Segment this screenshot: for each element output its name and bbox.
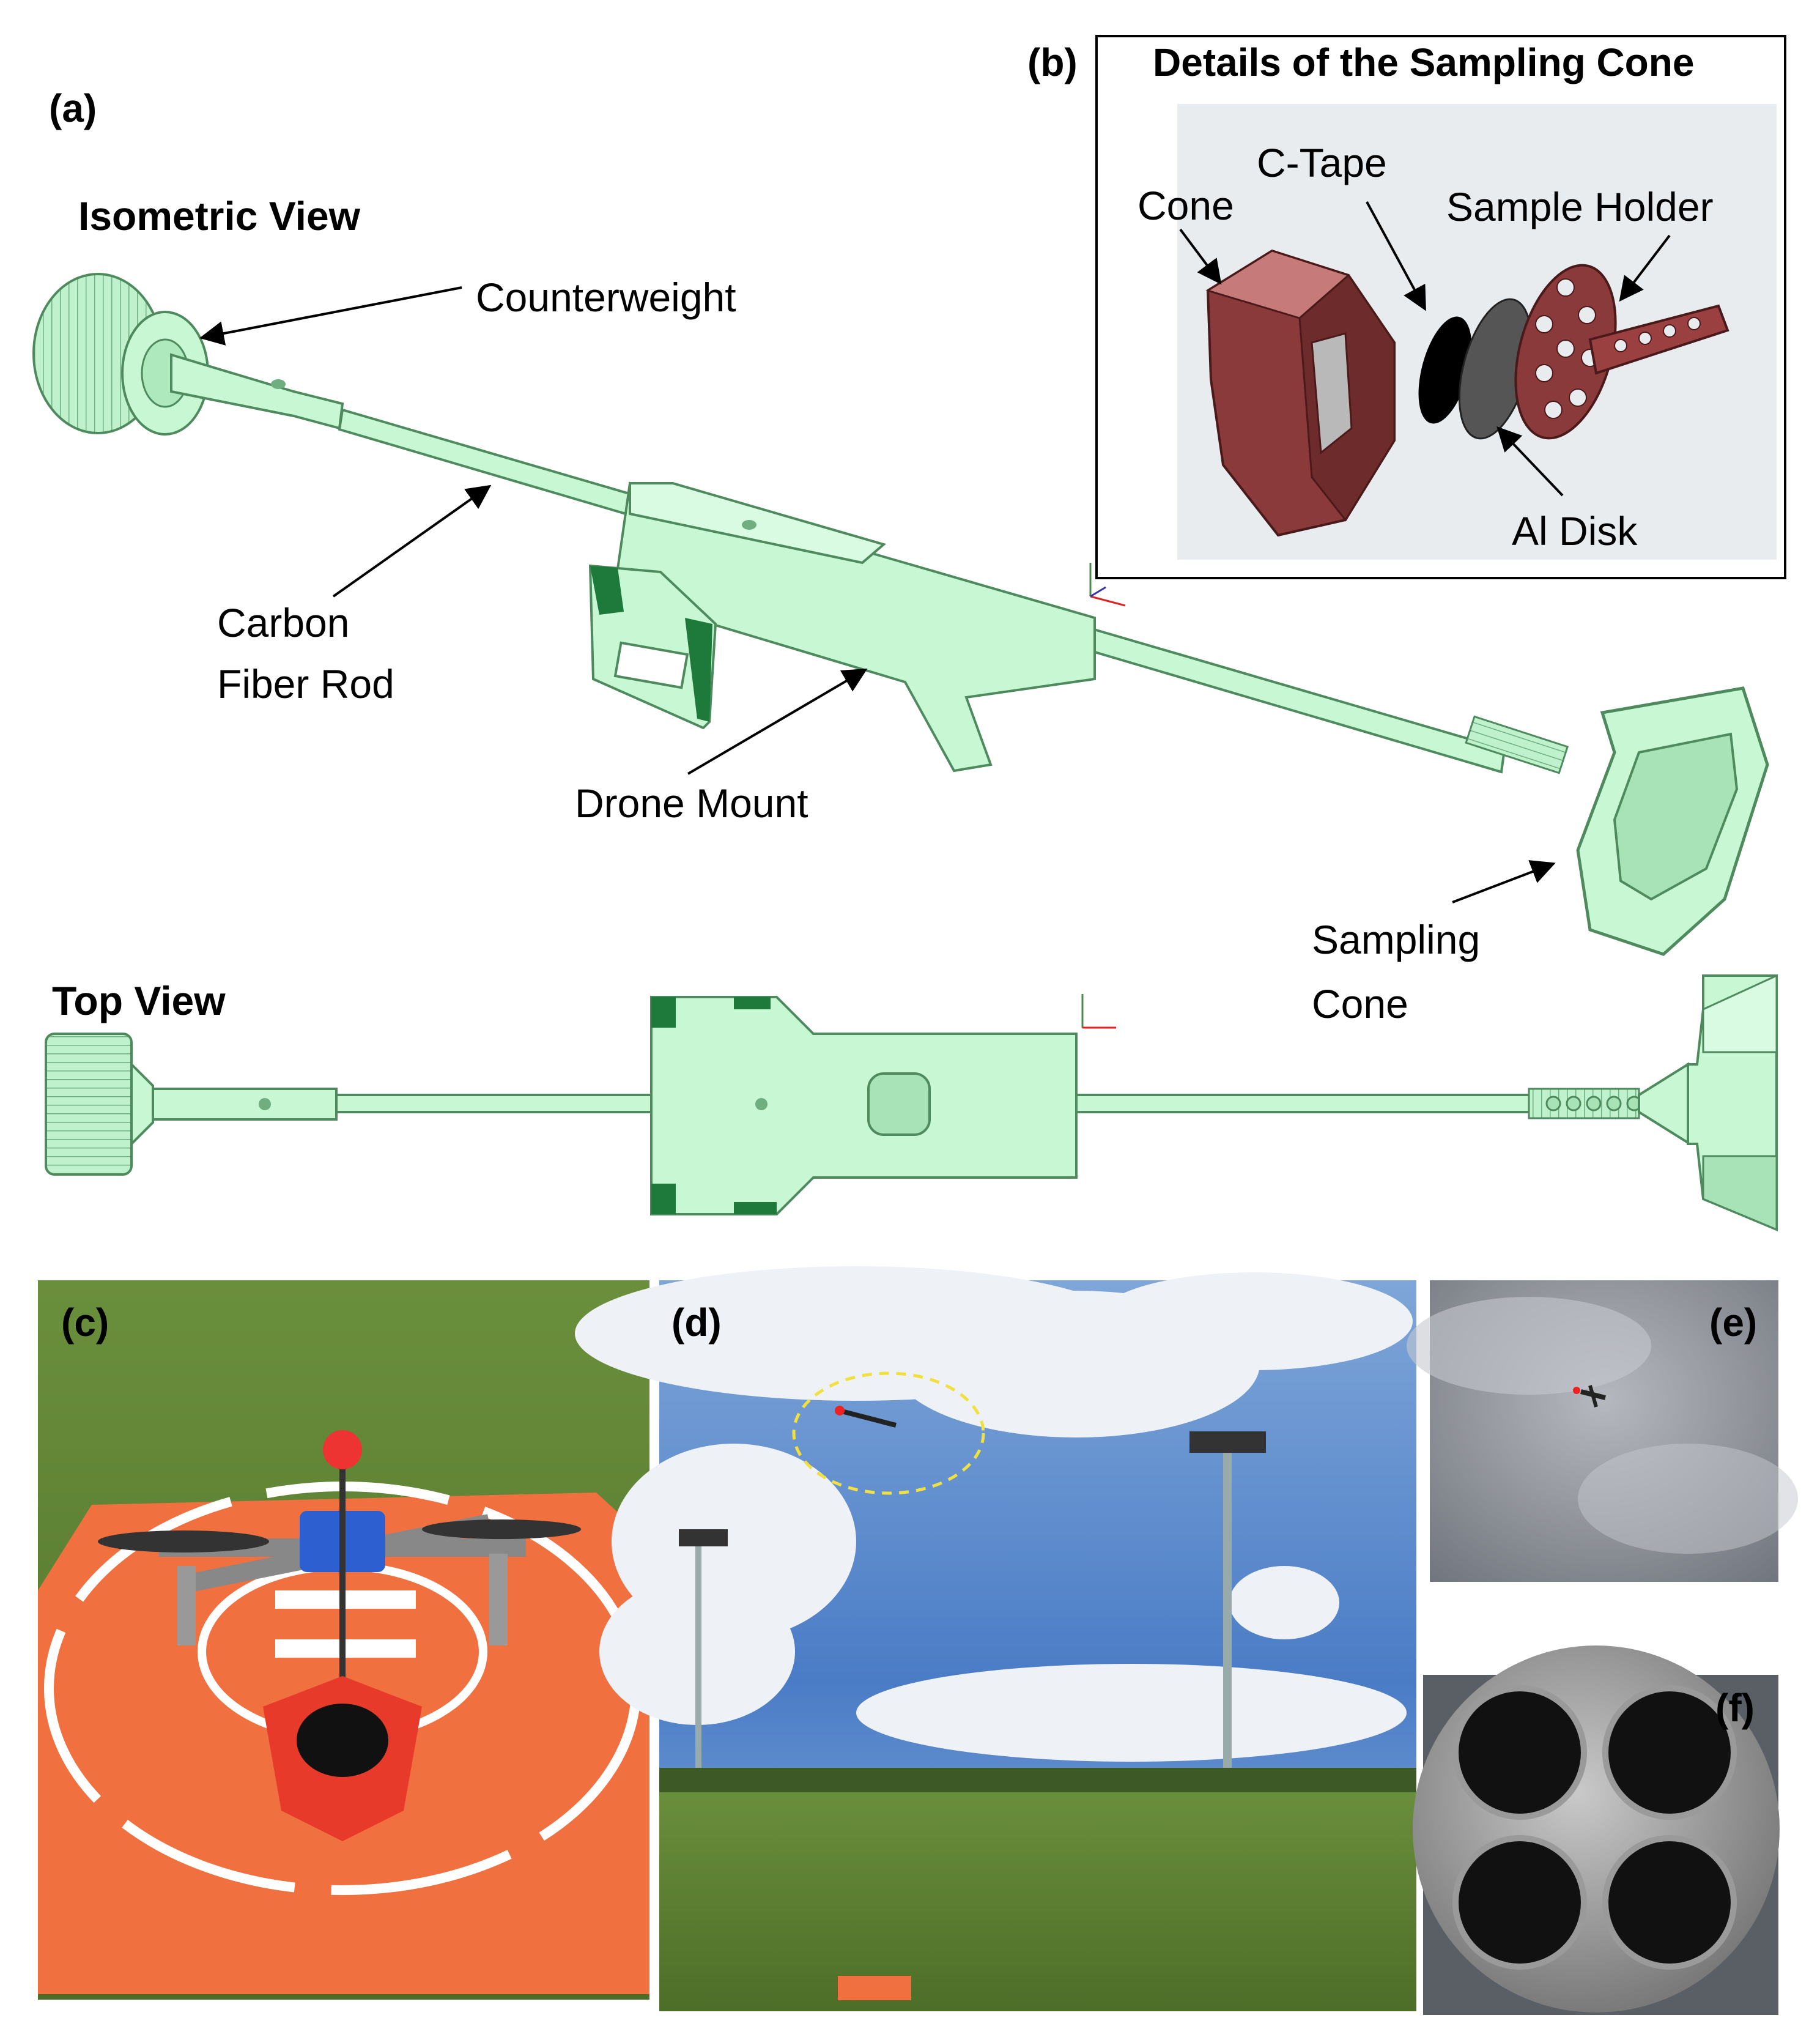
drone-mount-arrow [687,668,868,775]
sampling-label-line2: Cone [1312,981,1408,1026]
photo-sample-plate [1413,1645,1780,2015]
panel-label-f: (f) [1715,1686,1755,1730]
sampling-cone-arrow [1452,860,1556,903]
panel-label-d: (d) [671,1300,722,1345]
panel-label-c: (c) [61,1300,109,1345]
axis-triad-icon [1081,994,1116,1029]
sampling-cone-exploded [1177,104,1777,560]
sample-holder-label: Sample Holder [1446,184,1714,229]
counterweight-arrow [199,286,462,346]
drone-icon [1573,1385,1606,1408]
counterweight-label: Counterweight [476,275,736,320]
photo-drone-overcast [1407,1280,1798,1582]
cone-label: Cone [1138,183,1234,228]
sampling-label-line1: Sampling [1312,917,1481,962]
carbon-label-line2: Fiber Rod [217,661,394,707]
sample-holder-part [1514,264,1729,440]
isometric-view-title: Isometric View [78,193,361,239]
panel-label-b: (b) [1027,40,1078,84]
c-tape-label: C-Tape [1257,140,1387,185]
drone-mount-part [588,481,1096,773]
sampling-cone-title: Details of the Sampling Cone [1153,40,1695,84]
panel-label-e: (e) [1709,1300,1758,1345]
al-disk-label: Al Disk [1512,508,1638,554]
drone-icon [835,1406,897,1428]
panel-label-a: (a) [49,86,97,130]
photo-drone-on-pad [38,1280,649,2000]
sampling-cone-part [1465,686,1769,956]
photo-drone-in-sky [575,1266,1416,2011]
isometric-assembly [32,273,1769,956]
top-view-title: Top View [52,978,226,1023]
sampling-cone-detail-box [1095,35,1786,579]
top-view-assembly [45,974,1778,1231]
counterweight-part [32,273,209,436]
drone-mount-label: Drone Mount [575,781,808,826]
carbon-rod-arrow [332,484,492,598]
axis-triad-icon [1089,563,1126,607]
carbon-label-line1: Carbon [217,600,350,645]
